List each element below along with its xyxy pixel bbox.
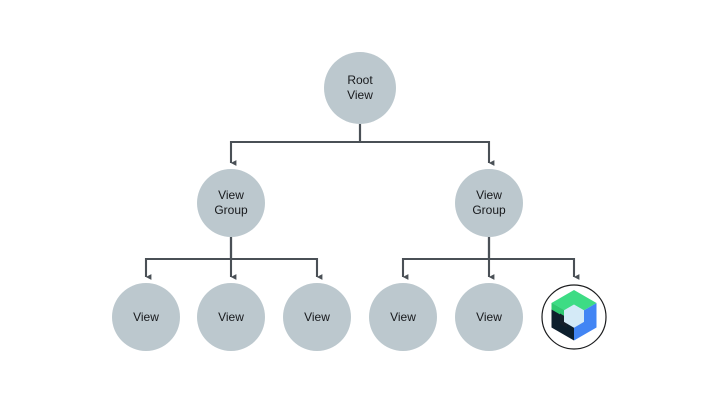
node-root-view-circle: [324, 52, 396, 124]
jetpack-compose-logo-icon: [551, 290, 597, 341]
edge-viewgroup-left-to-view-1: [144, 237, 233, 280]
node-view-1-circle: [112, 283, 180, 351]
node-view-3-circle: [283, 283, 351, 351]
node-view-5-label: View: [476, 310, 502, 324]
compose-cube-center-hex: [564, 304, 584, 328]
node-compose-logo[interactable]: [541, 284, 607, 350]
node-view-group-right-circle: [455, 169, 523, 237]
edge-viewgroup-right-to-compose-logo: [487, 237, 580, 280]
node-view-1[interactable]: View: [112, 283, 180, 351]
edge-viewgroup-right-to-view-4: [401, 237, 491, 280]
node-view-1-label: View: [133, 310, 159, 324]
node-view-3-label: View: [304, 310, 330, 324]
node-root-view-label-line1: Root: [347, 73, 373, 87]
node-root-view-label-line2: View: [347, 88, 373, 102]
edge-root-to-viewgroup-left: [229, 124, 362, 166]
node-view-4-label: View: [390, 310, 416, 324]
compose-cube-right-face: [574, 303, 597, 341]
node-view-2-label: View: [218, 310, 244, 324]
node-view-2[interactable]: View: [197, 283, 265, 351]
node-view-4-circle: [369, 283, 437, 351]
node-view-group-right-label-line1: View: [476, 188, 502, 202]
edge-group-right: [401, 237, 580, 280]
node-view-group-left-label-line2: Group: [214, 203, 248, 217]
node-view-group-right-label-line2: Group: [472, 203, 506, 217]
node-view-group-right[interactable]: View Group: [455, 169, 523, 237]
edge-group-left: [144, 237, 323, 280]
node-view-group-left-circle: [197, 169, 265, 237]
node-view-5[interactable]: View: [455, 283, 523, 351]
node-view-4[interactable]: View: [369, 283, 437, 351]
node-view-5-circle: [455, 283, 523, 351]
node-root-view[interactable]: Root View: [324, 52, 396, 124]
edge-group-root: [229, 124, 495, 166]
node-view-2-circle: [197, 283, 265, 351]
edge-viewgroup-left-to-view-3: [229, 237, 323, 280]
edge-root-to-viewgroup-right: [358, 124, 495, 166]
node-view-3[interactable]: View: [283, 283, 351, 351]
node-view-group-left-label-line1: View: [218, 188, 244, 202]
node-view-group-left[interactable]: View Group: [197, 169, 265, 237]
